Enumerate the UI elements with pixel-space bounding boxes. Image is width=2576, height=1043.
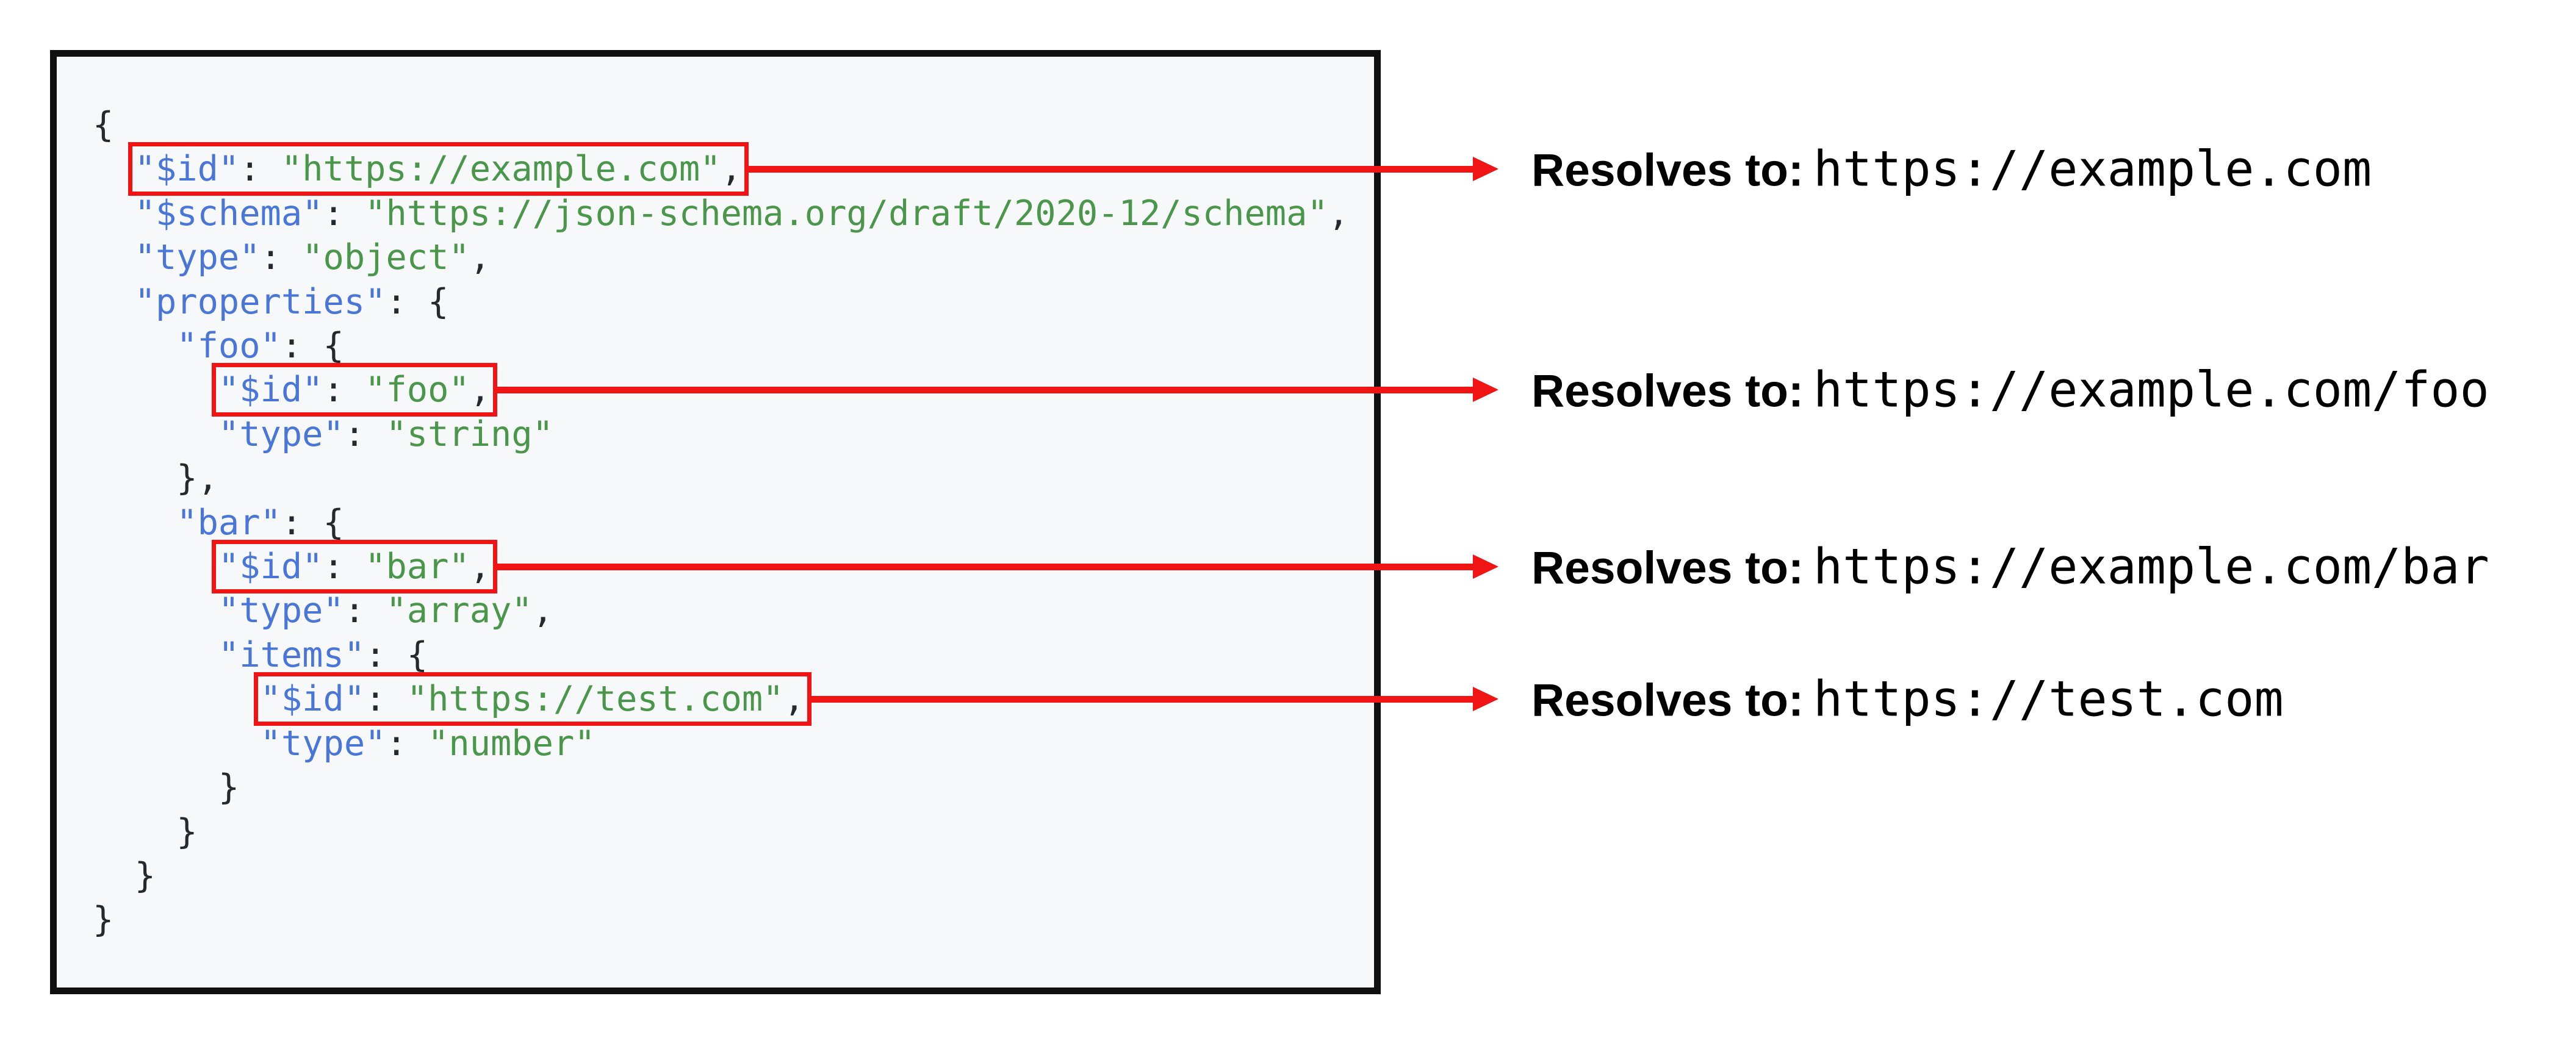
code-line: }	[134, 855, 156, 896]
code-line: }	[218, 767, 240, 808]
annotation-label: Resolves to:	[1531, 365, 1804, 417]
arrow-2	[496, 378, 1498, 403]
annotation-row-2: Resolves to: https://example.com/foo	[1531, 362, 2489, 418]
annotation-label: Resolves to:	[1531, 542, 1804, 593]
arrowhead-icon	[1473, 554, 1498, 579]
annotation-value: https://example.com/foo	[1813, 361, 2489, 418]
annotation-value: https://example.com/bar	[1813, 538, 2489, 595]
arrowhead-icon	[1473, 378, 1498, 403]
arrowhead-icon	[1473, 687, 1498, 712]
annotation-value: https://test.com	[1813, 670, 2284, 728]
highlight-box-1: "$id": "https://example.com",	[128, 142, 749, 196]
code-panel: { "$id": "https://example.com", "$schema…	[50, 50, 1381, 994]
annotation-row-1: Resolves to: https://example.com	[1531, 141, 2372, 198]
highlight-box-3: "$id": "bar",	[211, 540, 498, 594]
annotation-row-4: Resolves to: https://test.com	[1531, 671, 2284, 728]
code-line: }	[176, 811, 198, 852]
code-line: "type": "number"	[260, 723, 595, 764]
code-line: "$id": "https://example.com",	[93, 142, 1374, 196]
code-line: },	[176, 458, 218, 499]
highlight-box-2: "$id": "foo",	[211, 363, 498, 417]
code-line: "bar": {	[176, 502, 344, 543]
arrow-3	[496, 554, 1498, 579]
annotation-value: https://example.com	[1813, 140, 2372, 198]
code-line: "type": "array",	[218, 590, 553, 631]
code-line: "$schema": "https://json-schema.org/draf…	[134, 193, 1350, 234]
annotation-label: Resolves to:	[1531, 144, 1804, 196]
highlight-box-4: "$id": "https://test.com",	[253, 672, 811, 726]
code-line: "$id": "https://test.com",	[93, 672, 1374, 726]
code-line: "items": {	[218, 634, 428, 675]
code-line: "foo": {	[176, 326, 344, 367]
code-line: }	[93, 900, 114, 941]
arrow-1	[747, 157, 1498, 182]
code-block: { "$id": "https://example.com", "$schema…	[57, 57, 1374, 942]
annotation-label: Resolves to:	[1531, 674, 1804, 726]
code-line: "$id": "bar",	[93, 540, 1374, 594]
code-line: "type": "object",	[134, 237, 491, 278]
code-line: "$id": "foo",	[93, 363, 1374, 417]
arrow-4	[810, 687, 1498, 712]
code-line: "type": "string"	[218, 414, 553, 454]
arrowhead-icon	[1473, 157, 1498, 182]
code-line: "properties": {	[134, 281, 449, 322]
annotation-row-3: Resolves to: https://example.com/bar	[1531, 539, 2489, 595]
code-line: {	[93, 105, 114, 145]
